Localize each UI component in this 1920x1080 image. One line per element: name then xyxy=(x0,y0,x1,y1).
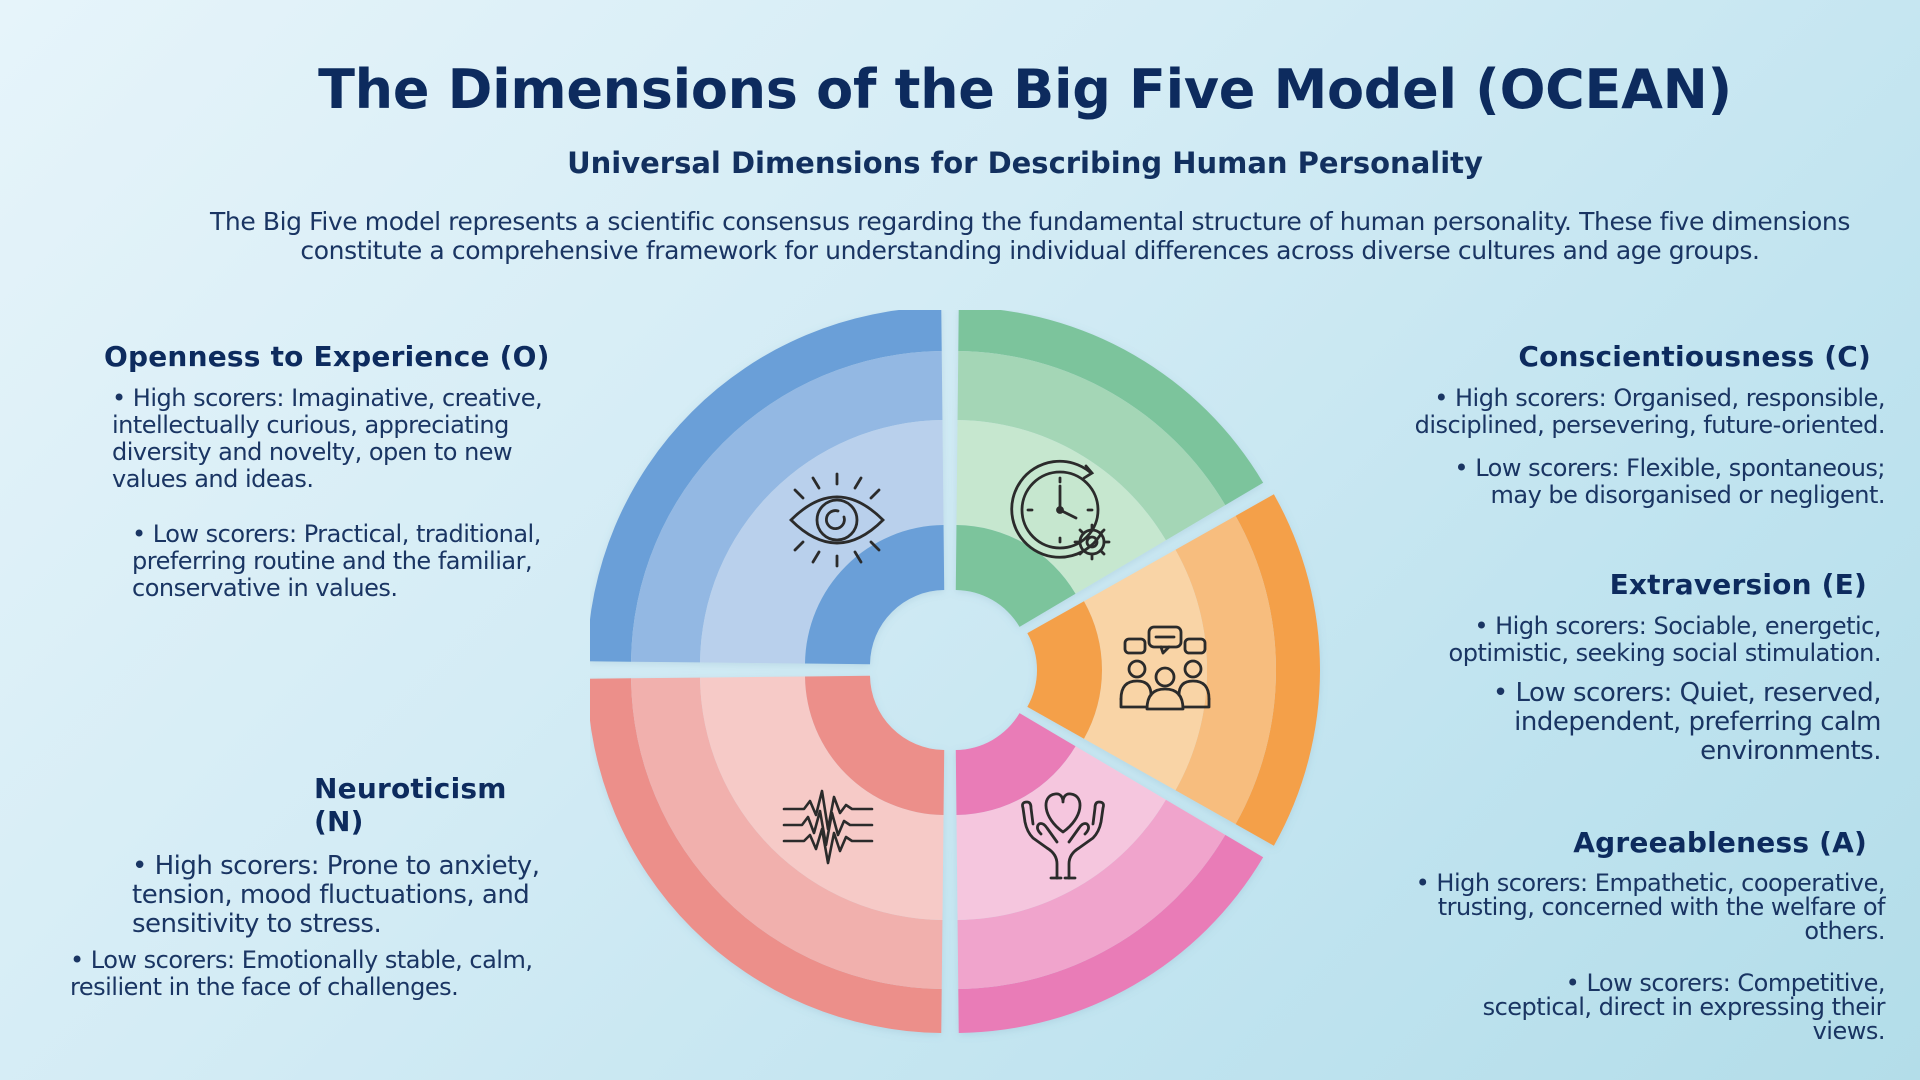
trait-block-extraversion: Extraversion (E) • High scorers: Sociabl… xyxy=(1430,568,1885,766)
wheel-ring-agreeableness-1 xyxy=(957,799,1226,989)
trait-title-conscientiousness: Conscientiousness (C) xyxy=(1518,340,1871,373)
wheel-core-agreeableness xyxy=(955,713,1076,815)
trait-block-conscientiousness: Conscientiousness (C) • High scorers: Or… xyxy=(1400,340,1886,509)
trait-block-neuroticism: Neuroticism (N) • High scorers: Prone to… xyxy=(70,772,560,1001)
trait-high-conscientiousness: • High scorers: Organised, responsible, … xyxy=(1414,384,1886,439)
wheel-ring-agreeableness-0 xyxy=(958,834,1264,1033)
trait-low-agreeableness: • Low scorers: Competitive, sceptical, d… xyxy=(1482,969,1886,1045)
wheel-ring-openness-0 xyxy=(590,310,942,662)
trait-high-openness: • High scorers: Imaginative, creative, i… xyxy=(112,384,543,493)
wheel-core-extraversion xyxy=(1027,601,1102,739)
trait-title-agreeableness: Agreeableness (A) xyxy=(1573,826,1867,859)
wheel-ring-extraversion-0 xyxy=(1235,494,1320,846)
page-title: The Dimensions of the Big Five Model (OC… xyxy=(318,58,1732,121)
intro-paragraph: The Big Five model represents a scientif… xyxy=(210,207,1850,265)
clock-gear-icon xyxy=(1010,459,1111,561)
wheel-core-conscientiousness xyxy=(955,525,1076,627)
wheel-ring-extraversion-1 xyxy=(1175,515,1276,825)
heart-hands-icon xyxy=(1021,792,1105,880)
wheel-ring-agreeableness-2 xyxy=(956,746,1166,920)
trait-low-neuroticism: • Low scorers: Emotionally stable, calm,… xyxy=(70,946,533,1001)
trait-title-neuroticism: Neuroticism (N) xyxy=(314,772,507,838)
wheel-ring-neuroticism-1 xyxy=(631,677,943,989)
wheel-ring-conscientiousness-1 xyxy=(957,351,1226,541)
trait-block-agreeableness: Agreeableness (A) • High scorers: Empath… xyxy=(1410,826,1886,1045)
wheel-ring-neuroticism-0 xyxy=(590,678,942,1033)
trait-title-openness: Openness to Experience (O) xyxy=(104,340,550,373)
big-five-wheel xyxy=(590,310,1320,1033)
wheel-core-openness xyxy=(805,525,945,665)
trait-low-conscientiousness: • Low scorers: Flexible, spontaneous; ma… xyxy=(1454,454,1885,509)
wheel-ring-conscientiousness-0 xyxy=(958,310,1264,506)
wave-pulse-icon xyxy=(782,789,874,865)
trait-high-extraversion: • High scorers: Sociable, energetic, opt… xyxy=(1448,612,1882,667)
wheel-ring-neuroticism-2 xyxy=(700,676,944,920)
trait-low-openness: • Low scorers: Practical, traditional, p… xyxy=(132,520,541,602)
eye-icon xyxy=(789,472,885,568)
trait-high-agreeableness: • High scorers: Empathetic, cooperative,… xyxy=(1415,869,1886,945)
page-subtitle: Universal Dimensions for Describing Huma… xyxy=(567,146,1483,180)
wheel-ring-openness-1 xyxy=(631,351,943,663)
trait-high-neuroticism: • High scorers: Prone to anxiety, tensio… xyxy=(132,851,540,939)
wheel-core-neuroticism xyxy=(805,675,945,815)
trait-title-extraversion: Extraversion (E) xyxy=(1609,568,1867,601)
trait-block-openness: Openness to Experience (O) • High scorer… xyxy=(104,340,574,602)
trait-low-extraversion: • Low scorers: Quiet, reserved, independ… xyxy=(1492,678,1882,766)
group-chat-icon xyxy=(1119,625,1211,711)
